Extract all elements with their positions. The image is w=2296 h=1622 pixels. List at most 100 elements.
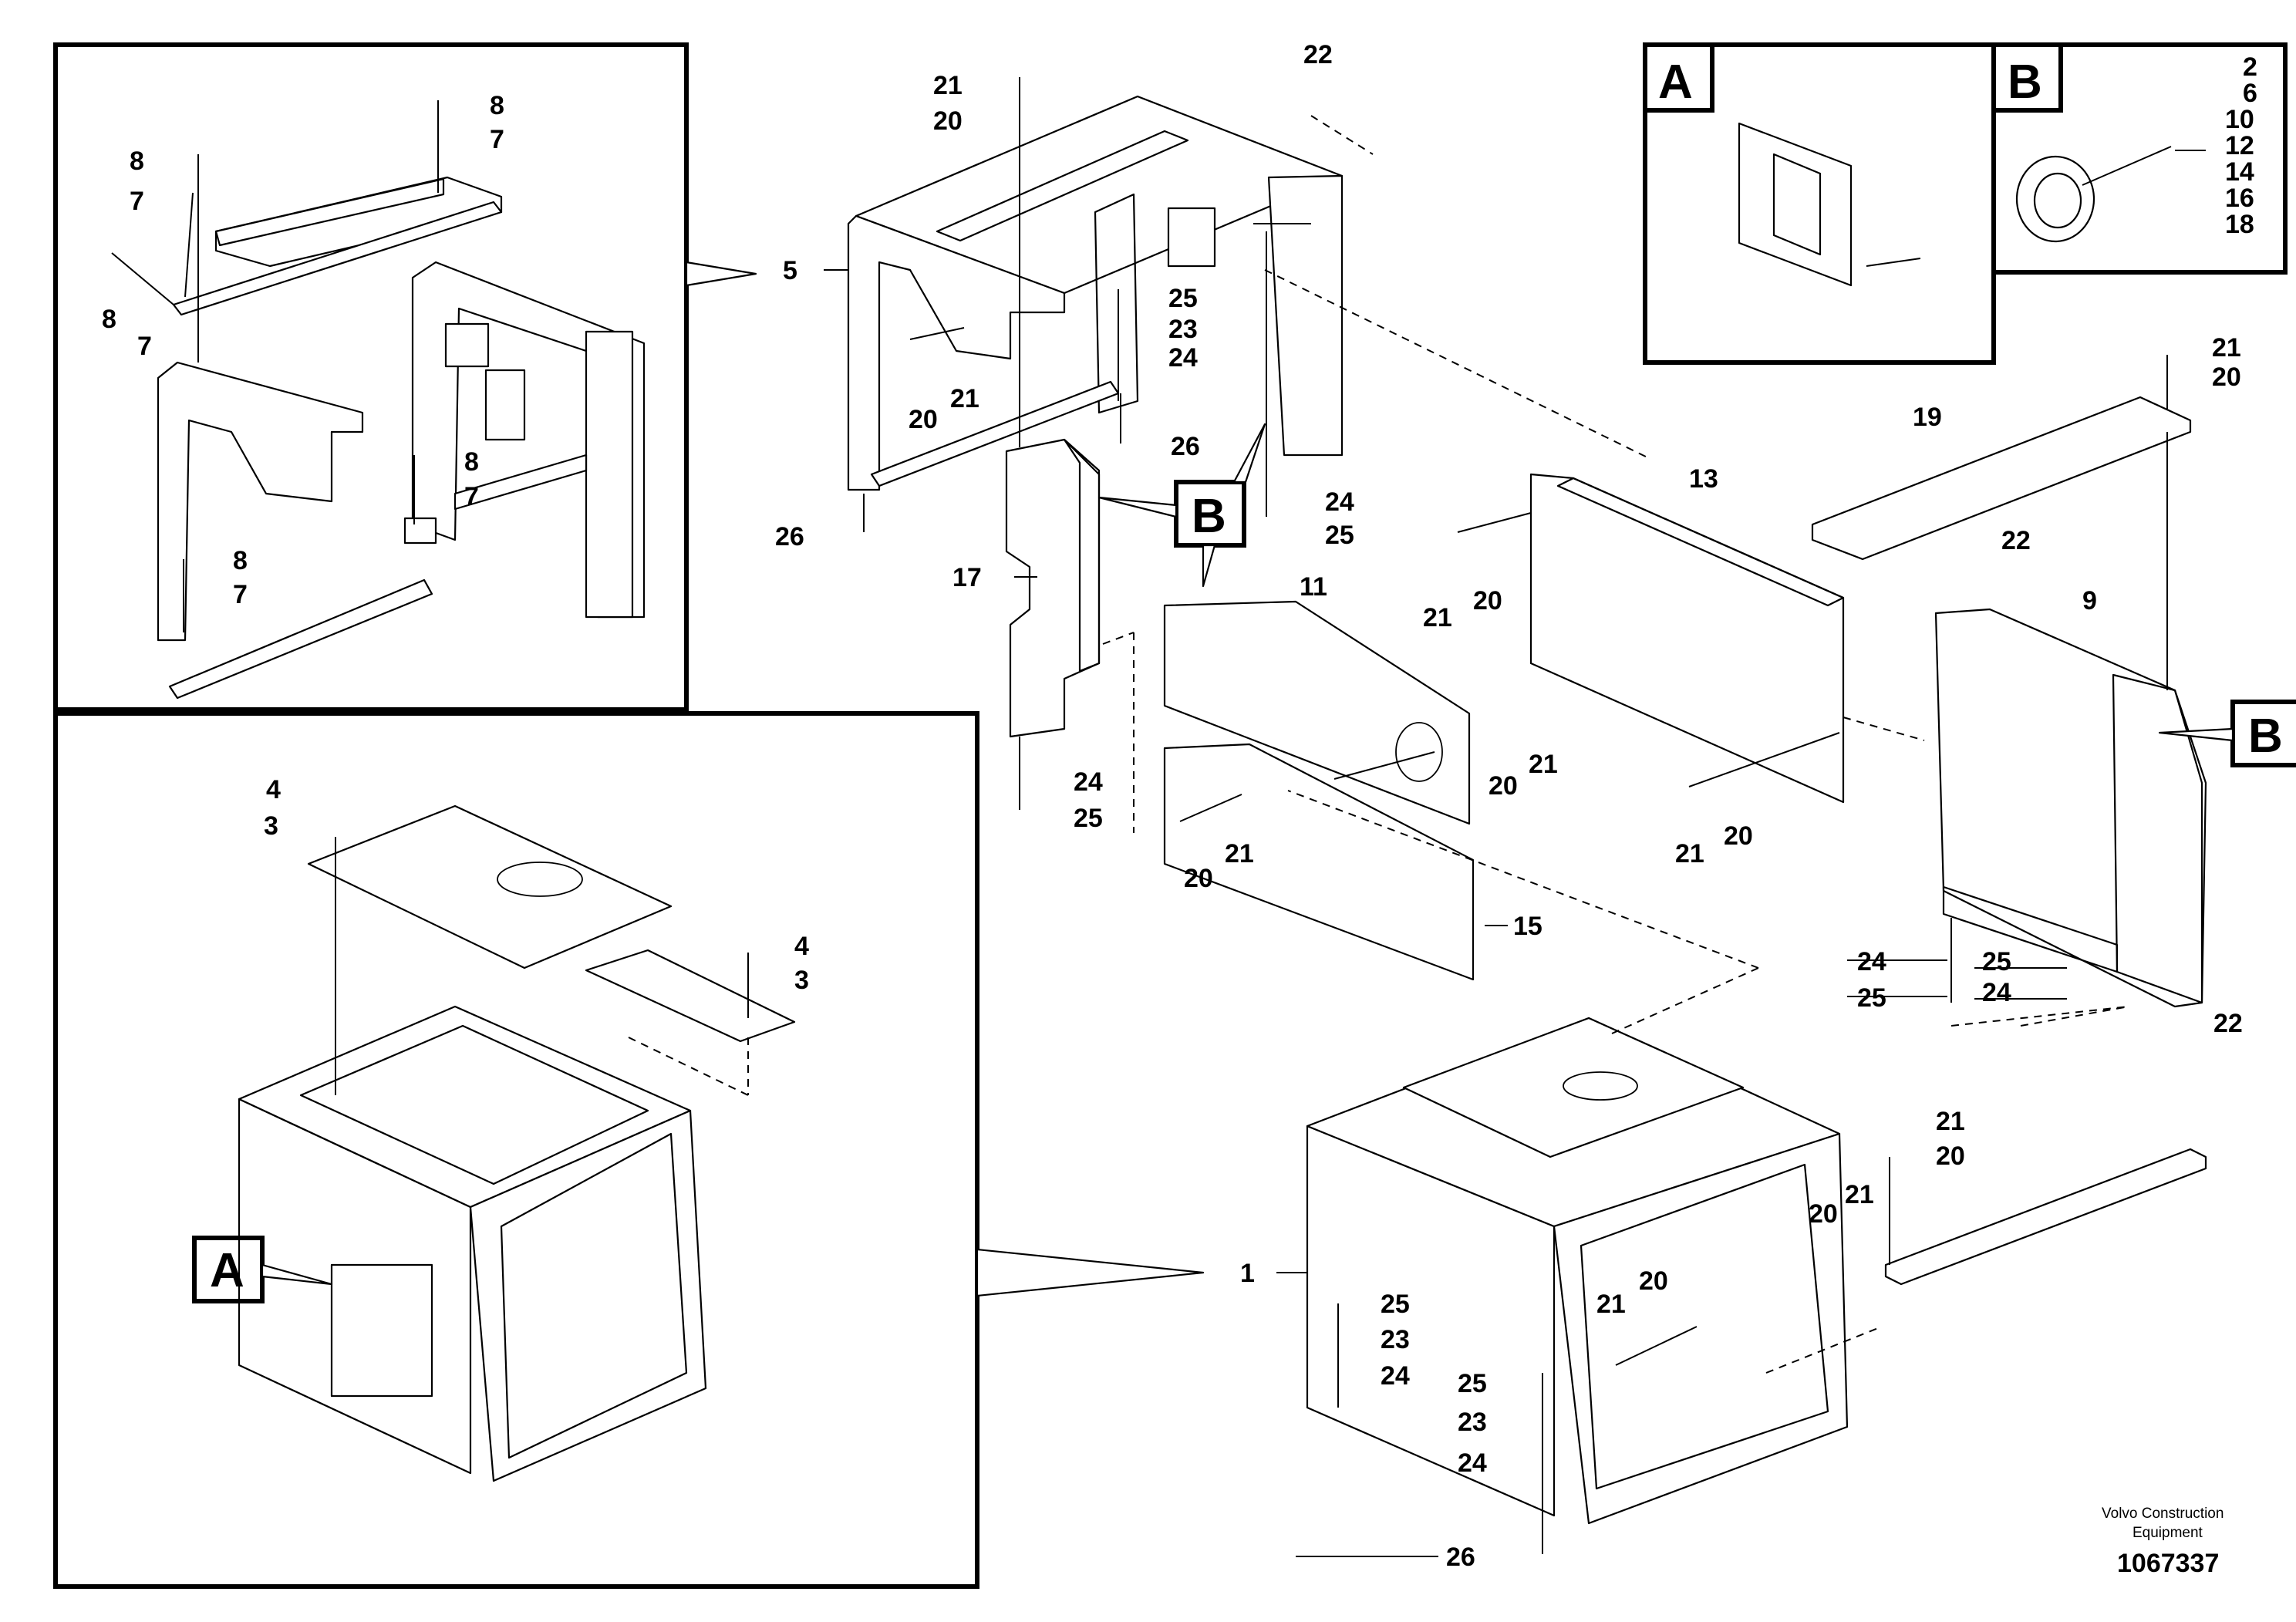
inset-upper-pointer <box>685 261 757 287</box>
base-1-side <box>1553 1132 1849 1525</box>
frame-9-bottom-rail <box>1942 885 2119 973</box>
callout: 23 <box>1168 315 1198 344</box>
callout: 15 <box>1513 912 1542 941</box>
callout: 25 <box>1857 983 1886 1013</box>
reference-letters: A B B B A <box>210 56 2283 1297</box>
detail-b-item: 12 <box>2225 131 2254 160</box>
callout: 19 <box>1913 403 1942 432</box>
callout: 8 <box>464 447 479 477</box>
frame-5-left-side <box>847 214 1066 491</box>
detail-b-item-list: 2 6 10 12 14 16 18 <box>2225 52 2257 239</box>
detail-b-coil-inner <box>2033 172 2082 229</box>
inset-frame-lower <box>53 711 979 1589</box>
inset-top-frame <box>299 1024 649 1185</box>
callout: 7 <box>130 187 144 216</box>
callout: 4 <box>794 932 809 961</box>
callout: 24 <box>1458 1448 1487 1478</box>
callout: 8 <box>233 546 248 575</box>
callout: 21 <box>1423 603 1452 632</box>
inset-box-side <box>469 1109 707 1482</box>
panel-15-plate <box>1163 743 1475 981</box>
callout: 25 <box>1168 284 1198 313</box>
inset-side-plate <box>157 361 364 642</box>
part-11-panel <box>1163 600 1471 825</box>
callout: 25 <box>1982 947 2011 976</box>
callout: 3 <box>264 811 278 841</box>
callout: 7 <box>464 482 479 511</box>
frame-5-block <box>1167 207 1216 268</box>
callout: 8 <box>102 305 116 334</box>
callout: 20 <box>1489 771 1518 801</box>
callout: 21 <box>1225 839 1254 868</box>
callout: 23 <box>1458 1408 1487 1437</box>
callout-b-letter-right: B <box>2248 710 2283 763</box>
callout-b-letter-center: B <box>1192 490 1226 543</box>
inset-lower-rail <box>453 454 588 511</box>
callout: 20 <box>1724 821 1753 851</box>
detail-b-item: 2 <box>2243 52 2257 82</box>
detail-a-letter: A <box>1658 56 1693 109</box>
inset-box-post <box>585 330 634 619</box>
panel-13-edge <box>1556 477 1845 607</box>
callout: 1 <box>1240 1259 1255 1288</box>
part-19-bar <box>1811 396 2192 561</box>
bracket-17-flange <box>1063 438 1101 673</box>
part-9-side-frame <box>1934 608 2207 1008</box>
detail-a-bracket <box>1738 122 1853 287</box>
callout: 7 <box>490 125 504 154</box>
callout: 25 <box>1381 1290 1410 1319</box>
part-5-upper-frame <box>847 95 1344 491</box>
callout: 21 <box>933 71 963 100</box>
top-bracket-lip <box>214 177 445 247</box>
callout: 21 <box>950 384 979 413</box>
callout: 9 <box>2082 586 2097 615</box>
frame-9-front-post <box>2112 673 2203 1004</box>
callout: 24 <box>1168 343 1198 373</box>
inset-block <box>444 322 490 368</box>
frame-9-back <box>1934 608 2207 1008</box>
callout: 5 <box>783 256 797 285</box>
callout: 24 <box>1381 1361 1410 1391</box>
brand-line-1: Volvo Construction <box>2102 1506 2224 1522</box>
detail-b-item: 16 <box>2225 184 2254 213</box>
inset-lower-base-detail <box>53 711 979 1589</box>
frame-5-back-post <box>1094 193 1139 414</box>
callout: 20 <box>1936 1141 1965 1171</box>
footer: Volvo Construction Equipment 1067337 <box>2102 1506 2224 1578</box>
callout: 24 <box>1074 767 1103 797</box>
rail-upper-left <box>172 201 503 316</box>
callout: 24 <box>1982 978 2011 1007</box>
callout: 8 <box>490 91 504 120</box>
inset-lower-pointer <box>976 1248 1205 1297</box>
inset-box-opening <box>500 1132 688 1459</box>
callout: 22 <box>2001 526 2031 555</box>
detail-b-item: 14 <box>2225 157 2254 187</box>
panel-11-hole <box>1395 722 1443 782</box>
part-17-bracket <box>1005 438 1101 738</box>
callout: 21 <box>2212 333 2241 363</box>
callout: 21 <box>1529 750 1558 779</box>
inset-bolts <box>111 100 439 632</box>
callout: 11 <box>1300 572 1327 602</box>
part-15-panel <box>1163 743 1475 981</box>
callout: 21 <box>1845 1180 1874 1209</box>
callout-leaders <box>824 269 2067 1557</box>
callout: 23 <box>1381 1325 1410 1354</box>
callout-b-box-center <box>1097 423 1266 588</box>
callout-a-letter-lower: A <box>210 1244 244 1297</box>
callout: 7 <box>233 580 248 609</box>
long-bar <box>1884 1148 2207 1286</box>
inset-clip <box>403 517 437 545</box>
callout: 20 <box>1809 1199 1838 1229</box>
callout: 20 <box>1639 1266 1668 1296</box>
panel-11-plate <box>1163 600 1471 825</box>
detail-b-coil <box>2015 155 2095 243</box>
callout: 24 <box>1857 947 1886 976</box>
callout: 20 <box>1184 864 1213 893</box>
callout: 22 <box>1303 40 1333 69</box>
callout-b-box-right <box>2158 700 2296 767</box>
callout: 21 <box>1936 1107 1965 1136</box>
detail-a-bracket-inner <box>1772 153 1822 256</box>
callout: 17 <box>952 563 982 592</box>
